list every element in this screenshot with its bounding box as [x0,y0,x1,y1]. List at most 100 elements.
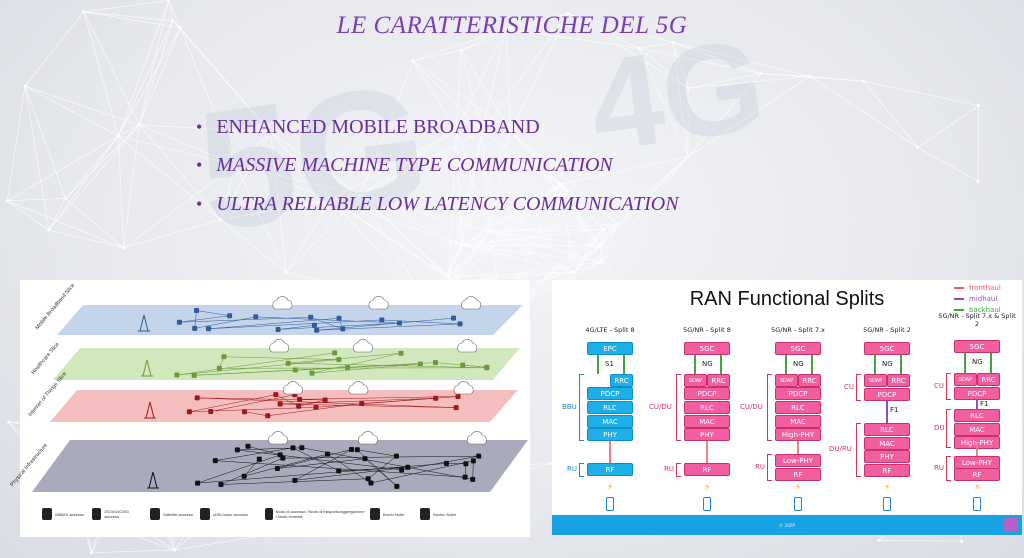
legend-line-icon [954,287,964,289]
network-line [481,130,511,133]
network-line [673,42,761,74]
network-line [235,164,332,200]
network-dot [480,130,484,134]
core-box: 5GC [864,342,910,355]
network-line [359,60,414,196]
network-line [83,11,119,137]
column-header: 5G/NR - Split 8 [683,326,731,334]
legend-icon [92,508,102,520]
backhaul-line [694,355,696,374]
network-line [24,86,66,199]
cloud-icon [358,431,378,445]
link [176,359,339,376]
antenna-tower-icon [147,471,159,489]
column-header: 5G/NR - Split 2 [863,326,911,334]
link [472,460,474,480]
network-line [172,20,271,133]
network-line [139,124,271,133]
network-dot [172,548,176,552]
group-bracket [676,463,681,477]
network-line [567,13,689,89]
column-header: 4G/LTE - Split 8 [585,326,635,334]
network-line [510,130,561,185]
network-dot [47,228,51,232]
link [368,455,397,479]
legend-midhaul: midhaul [954,295,997,303]
network-line [456,129,483,133]
group-label: CU [844,382,855,391]
network-line [461,244,602,263]
network-line [448,245,462,277]
cloud-icon [283,381,303,395]
link [189,394,276,413]
network-line [220,199,332,220]
stack-box: SDAP [864,374,887,387]
network-dot [572,270,576,274]
group-label: CU/DU [649,402,672,411]
link [275,394,299,407]
network-line [559,184,601,247]
network-line [559,184,575,272]
stack-box: High-PHY [954,436,1000,449]
stack-box: MAC [587,415,633,428]
network-line [412,60,511,132]
network-line [48,198,66,231]
network-line [601,156,689,262]
bullet-text: ENHANCED MOBILE BROADBAND [216,116,540,138]
backhaul-line [900,355,902,374]
network-dot [411,59,415,63]
network-line [139,124,236,166]
stack-box: RRC [887,374,910,387]
network-line [270,131,332,200]
link [435,362,487,368]
network-line [123,164,237,249]
network-line [83,11,173,22]
radio-link-icon: ⚡ [607,483,614,493]
network-line [489,231,575,273]
legend-icon [420,508,430,520]
link [194,316,256,329]
network-node [332,350,338,356]
stack-box: PDCP [587,387,633,400]
core-box: 5GC [954,340,1000,353]
link [401,455,479,471]
interface-label: NG [702,360,713,368]
link [210,394,295,412]
stack-box: RLC [954,409,1000,422]
network-dot [861,79,865,83]
link [282,455,479,459]
network-node [359,400,365,406]
legend-item: 2G/3G/4G/5G accesso [92,508,142,520]
network-line [6,135,119,202]
stack-box: RF [684,463,730,476]
network-line [91,549,175,554]
cloud-icon [348,381,369,395]
group-label: CU [934,381,945,390]
network-dot [5,199,9,203]
network-dot [686,86,690,90]
link [294,466,408,481]
legend-item: xDSL/cavo accesso [200,508,250,520]
stack-box: RLC [775,401,821,414]
legend-item: Nodo di accesso / Nodo di trasporto/aggr… [265,508,365,520]
stack-box: SDAP [684,374,707,387]
link [280,398,436,405]
network-line [461,231,490,246]
stack-box: RRC [977,373,1000,386]
network-dot [686,155,690,159]
network-line [481,13,569,132]
network-line [65,135,119,199]
network-dot [566,11,570,15]
legend-icon [370,508,380,520]
link [255,316,400,324]
link [196,310,230,316]
stack-box: SDAP [954,373,977,386]
stack-box: SDAP [775,374,798,387]
network-line [481,28,507,132]
phone-icon [973,497,981,511]
network-node [457,321,463,327]
network-line [448,231,490,277]
network-line [331,129,457,200]
group-bracket [946,373,951,400]
